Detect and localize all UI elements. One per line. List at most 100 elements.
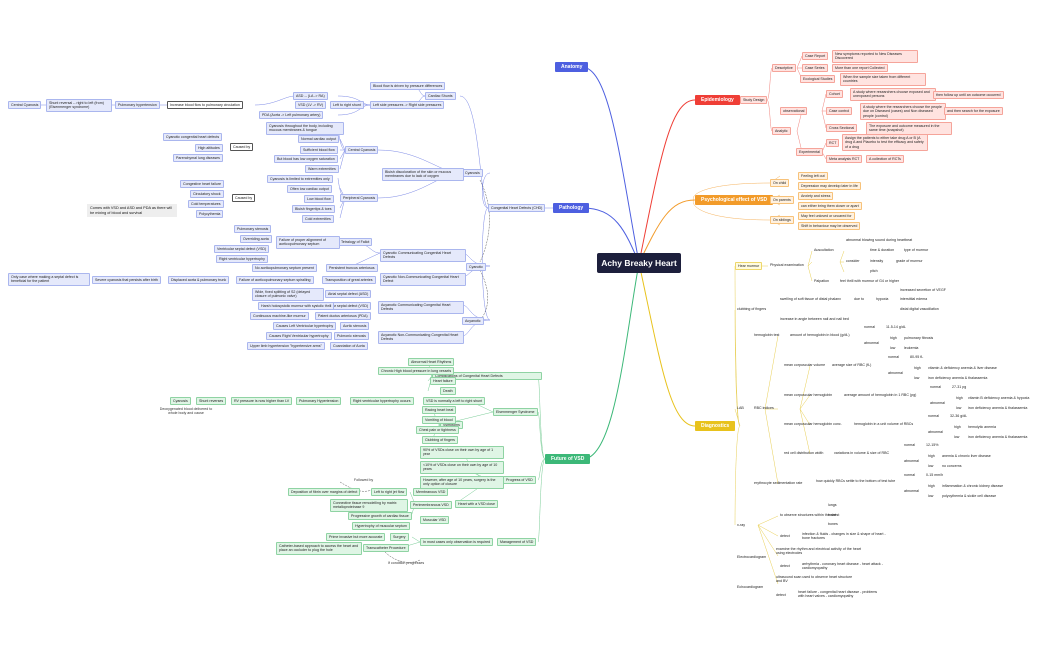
- pc5-node[interactable]: Cold extremities: [302, 215, 334, 224]
- study-design-node[interactable]: Study Design: [740, 96, 768, 105]
- rdw-node[interactable]: red cell distribution width: [784, 451, 824, 455]
- coa-desc-node[interactable]: Upper limb hypertension "hypertensive ar…: [247, 342, 325, 351]
- xray-detect-node[interactable]: infection & fluids - changes in size & s…: [802, 532, 886, 541]
- cb2b-node[interactable]: Circulatory shock: [190, 190, 224, 199]
- central-cyanosis-node[interactable]: Central Cyanosis: [345, 146, 379, 155]
- child1-node[interactable]: Feeling left out: [798, 172, 828, 181]
- cohort-desc-node[interactable]: A study where researchers choose exposed…: [850, 88, 936, 101]
- cyanosis-node[interactable]: Cyanosis: [462, 169, 483, 178]
- management-node[interactable]: Management of VSD: [497, 538, 537, 547]
- symp4-node[interactable]: Clubbing of fingers: [422, 436, 458, 445]
- eisen2-node[interactable]: Right ventricular hypertrophy occurs: [350, 397, 414, 406]
- parents1-node[interactable]: Anxiety and stress: [798, 192, 834, 201]
- analytic-node[interactable]: Analytic: [772, 127, 791, 136]
- cc2-node[interactable]: Normal cardiac output: [298, 135, 340, 144]
- symp2-node[interactable]: Vomiting of blood: [422, 416, 456, 425]
- hb-test-node[interactable]: hemoglobin test: [754, 333, 780, 337]
- clubbing3-node[interactable]: increase in angle between nail and nail …: [780, 317, 849, 321]
- cb2c-node[interactable]: Cold temperatures: [188, 200, 224, 209]
- surgery-node[interactable]: Surgery: [390, 533, 409, 542]
- pc3-node[interactable]: Low blood flow: [304, 195, 334, 204]
- comp4-node[interactable]: Death: [440, 387, 456, 396]
- descriptive-node[interactable]: Descriptive: [772, 64, 796, 73]
- physical-exam-node[interactable]: Physical examination: [770, 263, 804, 267]
- case-report-desc-node[interactable]: New symptoms reported to New Diseases Di…: [832, 50, 918, 63]
- case-series-node[interactable]: Case Series: [802, 64, 828, 73]
- hypoxia2-node[interactable]: interstitial edema: [900, 297, 928, 301]
- echo-detect-node[interactable]: heart failure - congenital heart disease…: [798, 590, 878, 599]
- peripheral-cyanosis-node[interactable]: Peripheral Cyanosis: [340, 194, 379, 203]
- pc2-node[interactable]: Often low cardiac output: [287, 185, 332, 194]
- memb1-node[interactable]: Left to right jet flow: [371, 488, 408, 497]
- transcatheter-node[interactable]: Transcatheter Procedure: [363, 544, 409, 553]
- cb2d-node[interactable]: Polycythemia: [196, 210, 224, 219]
- pda2-node[interactable]: Patent ductus arteriosus (PDA): [315, 312, 371, 321]
- pulm-htn-node[interactable]: Pulmonary hypertension: [115, 101, 160, 110]
- displaced-node[interactable]: Displaced aorta & pulmonary trunk: [168, 276, 230, 285]
- eisen6-node[interactable]: Cyanosis: [170, 397, 191, 406]
- meta-desc-node[interactable]: A collection of RCTs: [866, 155, 904, 164]
- surgery1-node[interactable]: Prime invasive but more accurate: [326, 533, 386, 542]
- hypoxia-node[interactable]: hypoxia: [876, 297, 889, 301]
- palpation-node[interactable]: Palpation: [814, 279, 829, 283]
- asd-node[interactable]: ASD -- (LA -> RA): [293, 92, 328, 101]
- case-series-desc-node[interactable]: More than one report Collected: [832, 64, 888, 73]
- lr-shunt-node[interactable]: Left to right shunt: [330, 101, 364, 110]
- caused-by-1-node[interactable]: Caused by: [230, 143, 254, 152]
- intensity-node[interactable]: intensity: [870, 259, 884, 263]
- cb2a-node[interactable]: Congestive heart failure: [180, 180, 224, 189]
- cc4-node[interactable]: But blood has low oxygen saturation: [274, 155, 338, 164]
- branch-diagnostics[interactable]: Diagnostics: [695, 421, 736, 431]
- cohort-desc2-node[interactable]: then follow up until an outcome occurred: [933, 91, 1004, 100]
- tga-cause-node[interactable]: Failure of aorticopulmonary septum spira…: [236, 276, 314, 285]
- symp1-node[interactable]: Racing heart beat: [422, 406, 457, 415]
- rct-desc-node[interactable]: Assign the patients to either take drug …: [842, 134, 928, 152]
- ecg-desc-node[interactable]: examine the rhythm and electrical activi…: [776, 547, 861, 556]
- central-cyanosis-left-node[interactable]: Central Cyanosis: [8, 101, 42, 110]
- echo-desc-node[interactable]: ultrasound scan used to observe heart st…: [776, 575, 853, 584]
- eisen4-node[interactable]: RV pressure is now higher than LV: [231, 397, 293, 406]
- coa-node[interactable]: Coarctation of Aorta: [330, 342, 368, 351]
- acyanotic-node[interactable]: Acyanotic: [462, 317, 484, 326]
- mchc-node[interactable]: mean corpuscular hemoglobin conc.: [784, 422, 842, 426]
- xray-node[interactable]: x-ray: [737, 523, 745, 527]
- cohort-node[interactable]: Cohort: [826, 90, 843, 99]
- hb-desc-node[interactable]: amount of hemoglobin in blood (g/dL): [790, 333, 850, 337]
- branch-psych[interactable]: Psychological effect of VSD: [695, 195, 774, 205]
- echo-node[interactable]: Echocardiogram: [737, 585, 764, 589]
- on-parents-node[interactable]: On parents: [770, 196, 794, 205]
- acy-comm-node[interactable]: Acyanotic Communicating Congenital Heart…: [378, 301, 464, 314]
- cb1b-node[interactable]: High altitudes: [195, 144, 223, 153]
- xray3-node[interactable]: bones: [828, 522, 838, 526]
- pc4-node[interactable]: Bluish fingertips & toes: [292, 205, 335, 214]
- experimental-node[interactable]: Experimental: [796, 148, 823, 157]
- comp2-node[interactable]: Chronic High blood pressure in lung vess…: [378, 367, 455, 376]
- severe-note-node[interactable]: Only case where making a septal defect i…: [8, 273, 90, 286]
- prog1-node[interactable]: 90% of VSDs close on their own by age of…: [420, 446, 504, 459]
- truncus-cause-node[interactable]: No aorticopulmonary septum present: [252, 264, 317, 273]
- pc1-node[interactable]: Cyanosis is limited to extremities only: [267, 175, 333, 184]
- hypoxia3-node[interactable]: distal digital vasodilation: [900, 307, 939, 311]
- asd-desc-node[interactable]: Wide, fixed splitting of S2 (delayed clo…: [252, 288, 324, 301]
- tga-node[interactable]: Transposition of great arteries: [322, 276, 376, 285]
- prog3-node[interactable]: However, after age of 10 years, surgery …: [420, 476, 504, 489]
- cc3-node[interactable]: Sufficient blood flow: [300, 146, 338, 155]
- lr-pressure-node[interactable]: Left side pressures -> Right side pressu…: [370, 101, 445, 110]
- eisen3-node[interactable]: Pulmonary Hypertension: [296, 397, 342, 406]
- tof-fail-node[interactable]: Failure of proper alignment of aorticopu…: [276, 236, 340, 249]
- type-node[interactable]: type of murmur: [904, 248, 929, 252]
- branch-epidemiology[interactable]: Epidemiology: [695, 95, 740, 105]
- tof3-node[interactable]: Ventricular septal defect (VSD): [214, 245, 270, 254]
- ecg-detect-node[interactable]: arrhythmia - coronary heart disease - he…: [802, 562, 883, 571]
- palp-desc-node[interactable]: feel thrill with murmur of G4 or higher: [840, 279, 900, 283]
- case-control-node[interactable]: Case control: [826, 107, 853, 116]
- branch-anatomy[interactable]: Anatomy: [555, 62, 589, 72]
- hypoxia1-node[interactable]: increased secretion of VEGF: [900, 288, 946, 292]
- pda-node[interactable]: PDA (Aorta -> Left pulmonary artery): [259, 111, 324, 120]
- hear-murmur-node[interactable]: Hear murmur: [735, 262, 763, 271]
- rbc-indices-node[interactable]: RBC indices: [754, 406, 774, 410]
- acy-non-node[interactable]: Acyanotic Non-Communicating Congenital H…: [378, 331, 464, 344]
- grade-node[interactable]: grade of murmur: [896, 259, 923, 263]
- tof1-node[interactable]: Pulmonary stenosis: [234, 225, 272, 234]
- xray2-node[interactable]: heart: [828, 513, 837, 517]
